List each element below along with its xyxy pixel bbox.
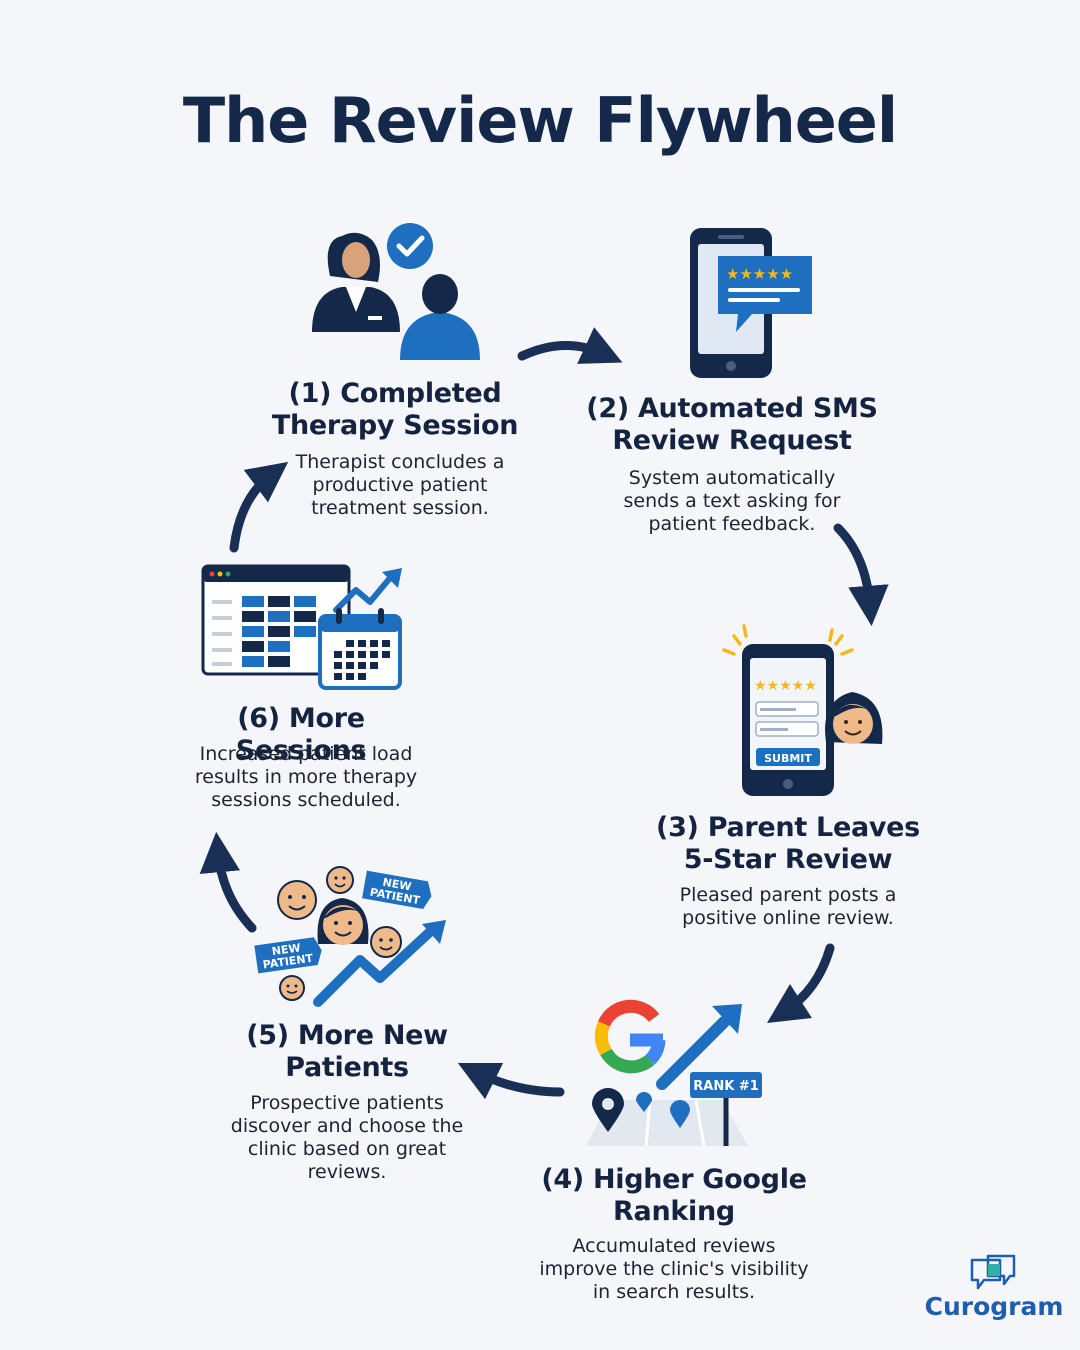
step-5-desc-line-3: clinic based on great	[247, 1138, 447, 1160]
step-5-title-line-2: Patients	[285, 1052, 409, 1083]
google-logo-icon	[594, 999, 666, 1074]
step-2-title-line-2: Review Request	[612, 425, 852, 456]
step-1-title-line-2: Therapy Session	[271, 410, 519, 441]
step-2-desc-line-2: sends a text asking for	[623, 490, 841, 512]
step-5-desc-line-4: reviews.	[307, 1161, 387, 1183]
step-5-title-line-1: (5) More New	[246, 1020, 448, 1051]
step-4-desc-line-2: improve the clinic's visibility	[539, 1258, 809, 1280]
step-3-description: Pleased parent posts a positive online r…	[658, 884, 918, 930]
step-4-desc-line-1: Accumulated reviews	[572, 1235, 776, 1257]
step-6-title: (6) More Sessions	[170, 703, 432, 767]
step-2-title-line-1: (2) Automated SMS	[586, 393, 878, 424]
step-1-desc-line-2: productive patient	[312, 474, 488, 496]
svg-text:★★★★★: ★★★★★	[726, 265, 793, 283]
page-title: The Review Flywheel	[182, 84, 898, 157]
arrow-1-to-2	[517, 327, 623, 364]
rank-label: RANK #1	[693, 1079, 759, 1094]
step-4-description: Accumulated reviews improve the clinic's…	[524, 1235, 824, 1304]
parent-review-phone-icon: ★★★★★ SUBMIT	[722, 624, 883, 796]
submit-button-graphic	[756, 748, 820, 766]
step-6-desc-line-1: Increased patient load	[199, 743, 413, 765]
therapist-patient-icon	[312, 223, 480, 360]
parent-face-icon	[825, 692, 883, 744]
submit-label: SUBMIT	[764, 752, 812, 765]
star-rating-icon: ★★★★★	[726, 265, 793, 283]
step-2-desc-line-3: patient feedback.	[648, 513, 816, 535]
svg-text:★★★★★: ★★★★★	[754, 678, 817, 694]
step-6-desc-line-3: sessions scheduled.	[211, 789, 401, 811]
step-3-desc-line-2: positive online review.	[682, 907, 894, 929]
schedule-calendar-icon	[201, 564, 402, 690]
curogram-logo-icon	[970, 1254, 1016, 1290]
step-1-desc-line-1: Therapist concludes a	[295, 451, 505, 473]
google-ranking-icon: RANK #1	[586, 999, 762, 1147]
rank-badge	[690, 1072, 762, 1098]
step-2-description: System automatically sends a text asking…	[602, 467, 862, 536]
sms-review-phone-icon: ★★★★★	[690, 228, 812, 378]
arrow-2-to-3	[833, 523, 889, 627]
step-2-title: (2) Automated SMS Review Request	[582, 393, 882, 457]
step-1-title: (1) Completed Therapy Session	[260, 378, 530, 442]
step-3-desc-line-1: Pleased parent posts a	[679, 884, 897, 906]
cycle-arrows	[199, 327, 889, 1100]
step-3-title: (3) Parent Leaves 5-Star Review	[650, 812, 926, 876]
step-5-desc-line-2: discover and choose the	[230, 1115, 464, 1137]
checkmark-badge-icon	[387, 223, 433, 269]
new-patient-tag-b-line1: NEW	[271, 941, 301, 958]
step-3-title-line-1: (3) Parent Leaves	[656, 812, 920, 843]
step-5-title: (5) More New Patients	[222, 1020, 472, 1084]
brand-name: Curogram	[924, 1292, 1064, 1321]
step-5-desc-line-1: Prospective patients	[250, 1092, 444, 1114]
smiley-face-icon	[277, 866, 402, 1001]
step-5-description: Prospective patients discover and choose…	[212, 1092, 482, 1184]
step-6-desc-line-2: results in more therapy	[194, 766, 418, 788]
map-pin-icon	[592, 1088, 690, 1132]
new-patient-tag-a: NEW PATIENT	[362, 870, 432, 909]
step-4-desc-line-3: in search results.	[592, 1281, 756, 1303]
step-4-title-line-2: Ranking	[613, 1196, 735, 1227]
step-4-title: (4) Higher Google Ranking	[534, 1164, 814, 1228]
arrow-5-to-6	[199, 831, 257, 933]
new-patients-icon: NEW PATIENT NEW PATIENT	[254, 866, 446, 1007]
step-1-desc-line-3: treatment session.	[311, 497, 489, 519]
arrow-4-to-5	[457, 1062, 565, 1100]
arrow-3-to-4	[767, 943, 835, 1024]
step-1-description: Therapist concludes a productive patient…	[270, 451, 530, 520]
step-1-title-line-1: (1) Completed	[288, 378, 502, 409]
step-4-title-line-1: (4) Higher Google	[541, 1164, 807, 1195]
step-2-desc-line-1: System automatically	[628, 467, 836, 489]
new-patient-tag-b: NEW PATIENT	[254, 937, 322, 974]
step-6-title-line-1: (6) More Sessions	[235, 703, 367, 766]
step-6-description: Increased patient load results in more t…	[176, 743, 436, 812]
calendar-icon	[318, 608, 402, 690]
new-patient-tag-a-line1: NEW	[382, 876, 413, 894]
arrow-6-to-1	[229, 461, 289, 553]
step-3-title-line-2: 5-Star Review	[683, 844, 893, 875]
